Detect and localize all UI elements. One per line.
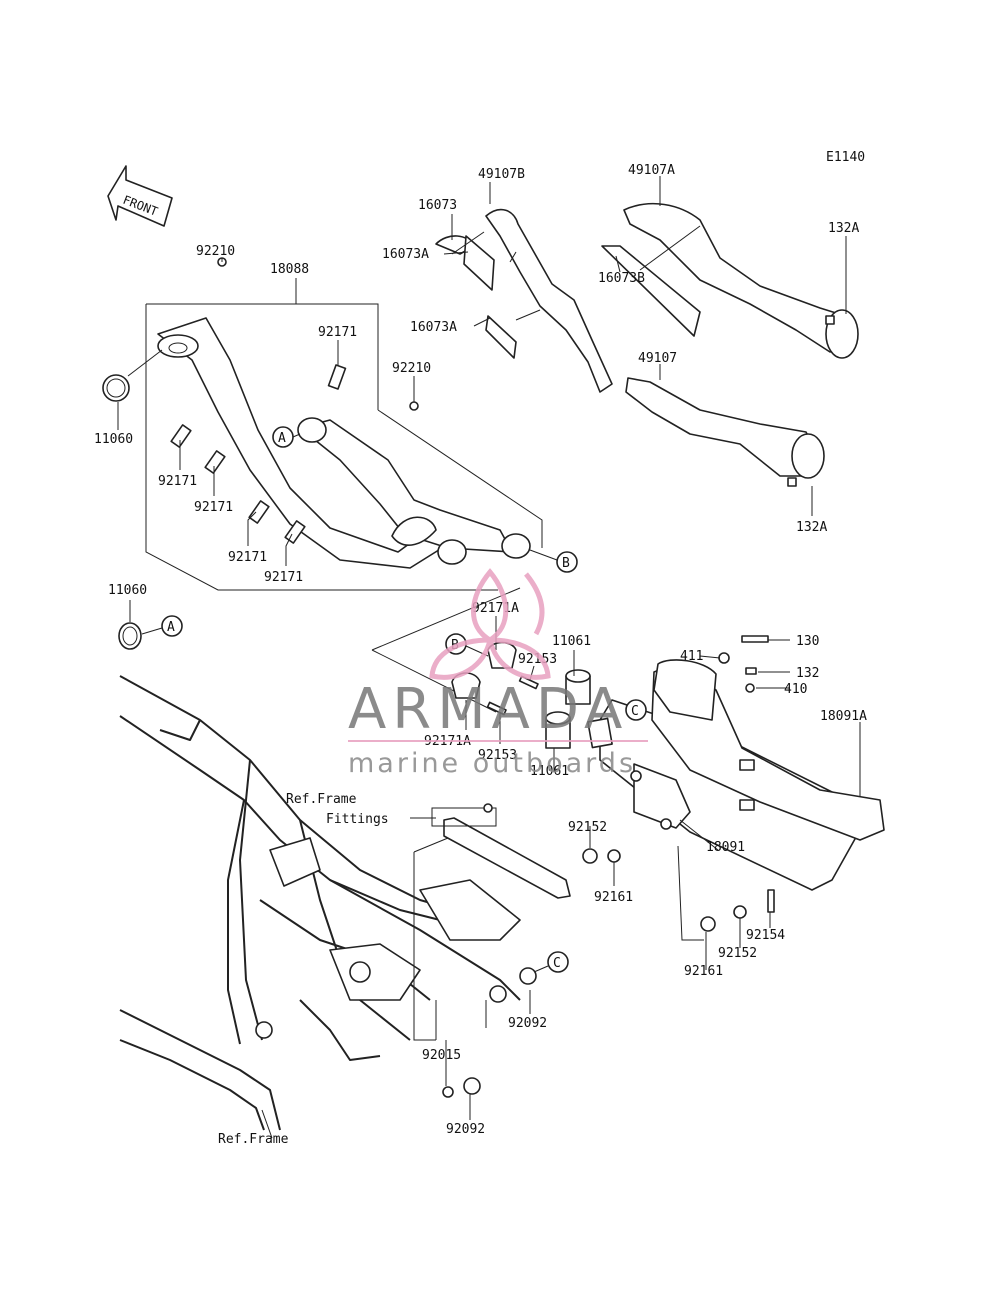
- label-49107: 49107: [638, 351, 677, 366]
- watermark-tagline: marine outboards: [348, 748, 636, 779]
- label-92153: 92153: [478, 748, 517, 763]
- label-18091A: 18091A: [820, 709, 867, 724]
- label-92171: 92171: [318, 325, 357, 340]
- label-92092: 92092: [446, 1122, 485, 1137]
- label-16073B: 16073B: [598, 271, 645, 286]
- label-410: 410: [784, 682, 807, 697]
- label-16073A: 16073A: [410, 320, 457, 335]
- label-18088: 18088: [270, 262, 309, 277]
- label-132A: 132A: [796, 520, 827, 535]
- svg-text:C: C: [631, 704, 639, 719]
- callout-a-top: A: [272, 426, 301, 448]
- svg-text:A: A: [167, 620, 175, 635]
- label-16073A: 16073A: [382, 247, 429, 262]
- flange-front: [157, 334, 199, 358]
- label-49107A: 49107A: [628, 163, 675, 178]
- callout-a-low: A: [141, 615, 183, 637]
- motorcycle-frame: [119, 675, 537, 1131]
- callout-b-top: B: [529, 549, 578, 573]
- label-132: 132: [796, 666, 819, 681]
- label-11061: 11061: [552, 634, 591, 649]
- heat-shield-49107: [625, 315, 835, 487]
- heat-shield-49107A: [601, 202, 859, 359]
- label-92152: 92152: [718, 946, 757, 961]
- group-bracket-18088: [145, 278, 543, 591]
- mounting-bracket: [431, 803, 571, 899]
- watermark: ARMADA marine outboards: [348, 568, 648, 779]
- connectors-11061: [451, 641, 613, 749]
- label-132A: 132A: [828, 221, 859, 236]
- svg-text:A: A: [278, 431, 286, 446]
- label-92210: 92210: [392, 361, 431, 376]
- label-11060: 11060: [94, 432, 133, 447]
- callout-c-mid: C: [625, 699, 647, 721]
- label-92171: 92171: [228, 550, 267, 565]
- label-92171A: 92171A: [472, 601, 519, 616]
- label-92154: 92154: [746, 928, 785, 943]
- heat-shield-49107B: [435, 208, 613, 393]
- watermark-brand: ARMADA: [348, 677, 628, 742]
- front-arrow-icon: FRONT: [107, 165, 173, 227]
- label-92015: 92015: [422, 1048, 461, 1063]
- watermark-logo-icon: [429, 568, 551, 680]
- label-16073: 16073: [418, 198, 457, 213]
- label-ref-frame-fittings: Ref.Frame: [286, 792, 357, 807]
- label-92161: 92161: [684, 964, 723, 979]
- label-130: 130: [796, 634, 819, 649]
- label-92210: 92210: [196, 244, 235, 259]
- fasteners-right: [582, 635, 775, 932]
- label-ref-frame-fittings: Fittings: [326, 812, 389, 827]
- leader-lines: [117, 176, 861, 1139]
- svg-text:B: B: [562, 556, 570, 571]
- part-labels: 92210 18088 92171 92210 11060 92171 9217…: [94, 163, 867, 1147]
- svg-text:C: C: [553, 956, 561, 971]
- label-92161: 92161: [594, 890, 633, 905]
- label-11061: 11061: [530, 764, 569, 779]
- label-92092: 92092: [508, 1016, 547, 1031]
- label-18091: 18091: [706, 840, 745, 855]
- diagram-code: E1140: [826, 150, 865, 165]
- label-11060: 11060: [108, 583, 147, 598]
- label-92152: 92152: [568, 820, 607, 835]
- label-92171: 92171: [158, 474, 197, 489]
- gasket-11060-low: [118, 622, 142, 650]
- label-92153: 92153: [518, 652, 557, 667]
- label-92171: 92171: [194, 500, 233, 515]
- label-411: 411: [680, 649, 703, 664]
- label-49107B: 49107B: [478, 167, 525, 182]
- label-92171: 92171: [264, 570, 303, 585]
- label-ref-frame: Ref.Frame: [218, 1132, 289, 1147]
- header-pipe-18088: [157, 317, 531, 569]
- callout-c-low: C: [533, 951, 569, 973]
- muffler-group: [371, 587, 885, 891]
